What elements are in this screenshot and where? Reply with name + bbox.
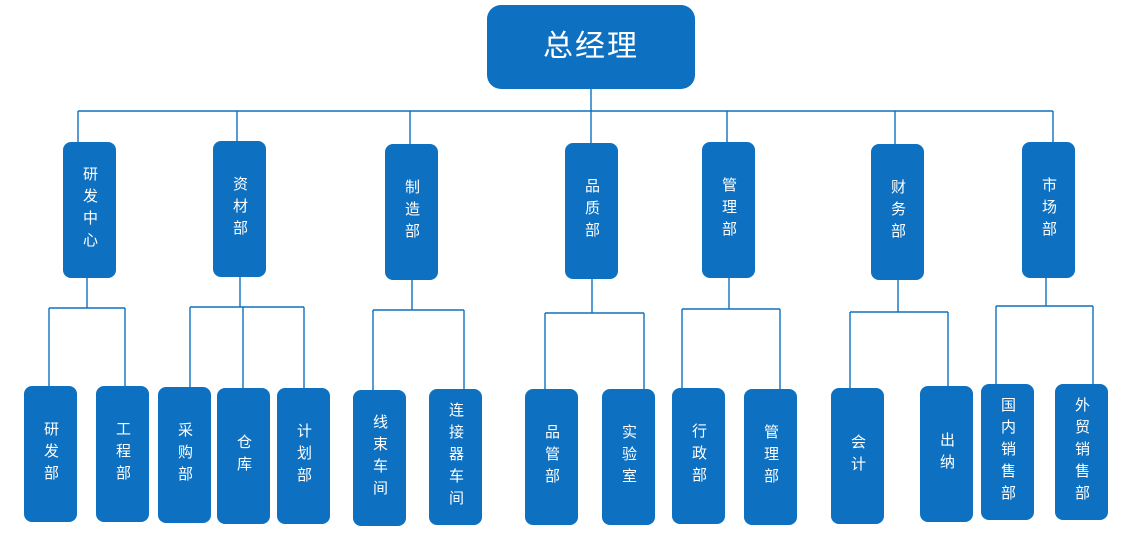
node-cashier: 出纳 (920, 386, 973, 522)
node-connector-workshop: 连接器车间 (429, 389, 482, 525)
node-rd-center: 研发中心 (63, 142, 116, 278)
node-marketing-dept: 市场部 (1022, 142, 1075, 278)
node-label: 出纳 (938, 432, 956, 476)
node-label: 计划部 (295, 423, 313, 489)
node-label: 连接器车间 (447, 402, 465, 512)
node-label: 品管部 (543, 424, 561, 490)
node-label: 品质部 (583, 178, 601, 244)
node-rd-dept: 研发部 (24, 386, 77, 522)
node-label: 总经理 (543, 29, 639, 64)
node-label: 研发中心 (81, 166, 99, 254)
node-admin-dept: 行政部 (672, 388, 725, 524)
node-planning-dept: 计划部 (277, 388, 330, 524)
node-accounting: 会计 (831, 388, 884, 524)
node-domestic-sales-dept: 国内销售部 (981, 384, 1034, 520)
node-purchasing-dept: 采购部 (158, 387, 211, 523)
node-label: 管理部 (720, 177, 738, 243)
node-materials-dept: 资材部 (213, 141, 266, 277)
node-qc-dept: 品管部 (525, 389, 578, 525)
node-label: 研发部 (42, 421, 60, 487)
node-foreign-trade-sales-dept: 外贸销售部 (1055, 384, 1108, 520)
node-label: 市场部 (1040, 177, 1058, 243)
node-management-dept: 管理部 (702, 142, 755, 278)
node-laboratory: 实验室 (602, 389, 655, 525)
node-label: 采购部 (176, 422, 194, 488)
node-label: 资材部 (231, 176, 249, 242)
node-quality-dept: 品质部 (565, 143, 618, 279)
node-finance-dept: 财务部 (871, 144, 924, 280)
node-label: 会计 (849, 434, 867, 478)
node-label: 工程部 (114, 421, 132, 487)
node-label: 制造部 (403, 179, 421, 245)
node-manufacturing-dept: 制造部 (385, 144, 438, 280)
node-label: 国内销售部 (999, 397, 1017, 507)
node-management-subdept: 管理部 (744, 389, 797, 525)
node-label: 仓库 (235, 434, 253, 478)
node-engineering-dept: 工程部 (96, 386, 149, 522)
node-label: 行政部 (690, 423, 708, 489)
node-label: 线束车间 (371, 414, 389, 502)
node-label: 财务部 (889, 179, 907, 245)
node-wire-harness-workshop: 线束车间 (353, 390, 406, 526)
node-warehouse: 仓库 (217, 388, 270, 524)
node-label: 实验室 (620, 424, 638, 490)
node-label: 管理部 (762, 424, 780, 490)
node-general-manager: 总经理 (487, 5, 695, 89)
node-label: 外贸销售部 (1073, 397, 1091, 507)
